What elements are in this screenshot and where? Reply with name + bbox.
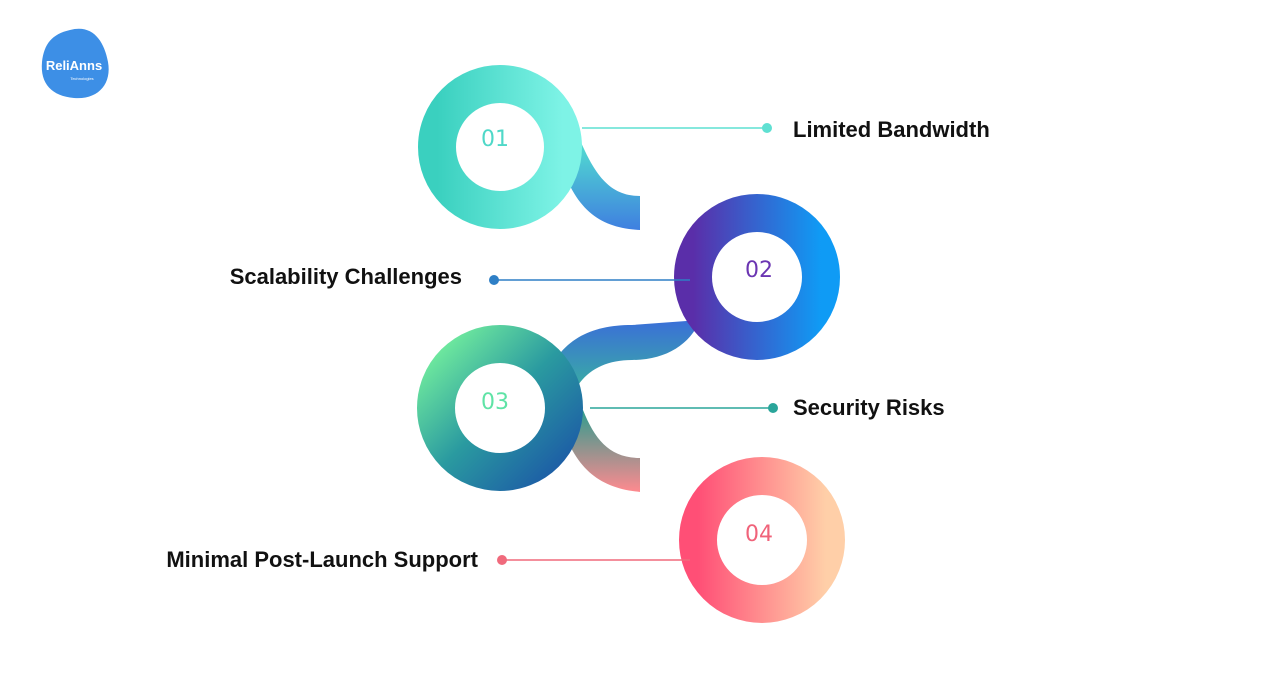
ring-04 (679, 457, 845, 623)
step-label-01: Limited Bandwidth (793, 117, 990, 142)
leader-line-03 (590, 403, 778, 413)
step-label-03: Security Risks (793, 395, 945, 420)
step-number-02: 02 (745, 258, 773, 283)
company-logo: ReliAnns Technologies (41, 28, 109, 99)
step-number-03: 03 (481, 390, 509, 415)
ring-01 (418, 65, 582, 229)
step-number-04: 04 (745, 522, 773, 547)
ring-03 (417, 325, 583, 491)
connector-3-4 (560, 410, 640, 492)
step-label-04: Minimal Post-Launch Support (166, 547, 478, 572)
ring-02 (674, 194, 840, 360)
step-number-01: 01 (481, 127, 509, 152)
leader-line-02 (489, 275, 690, 285)
logo-subtitle: Technologies (70, 76, 93, 81)
leader-line-01 (582, 123, 772, 133)
logo-wordmark: ReliAnns (46, 58, 102, 73)
step-label-02: Scalability Challenges (229, 264, 462, 289)
connector-2-3 (545, 320, 700, 400)
leader-line-04 (497, 555, 690, 565)
